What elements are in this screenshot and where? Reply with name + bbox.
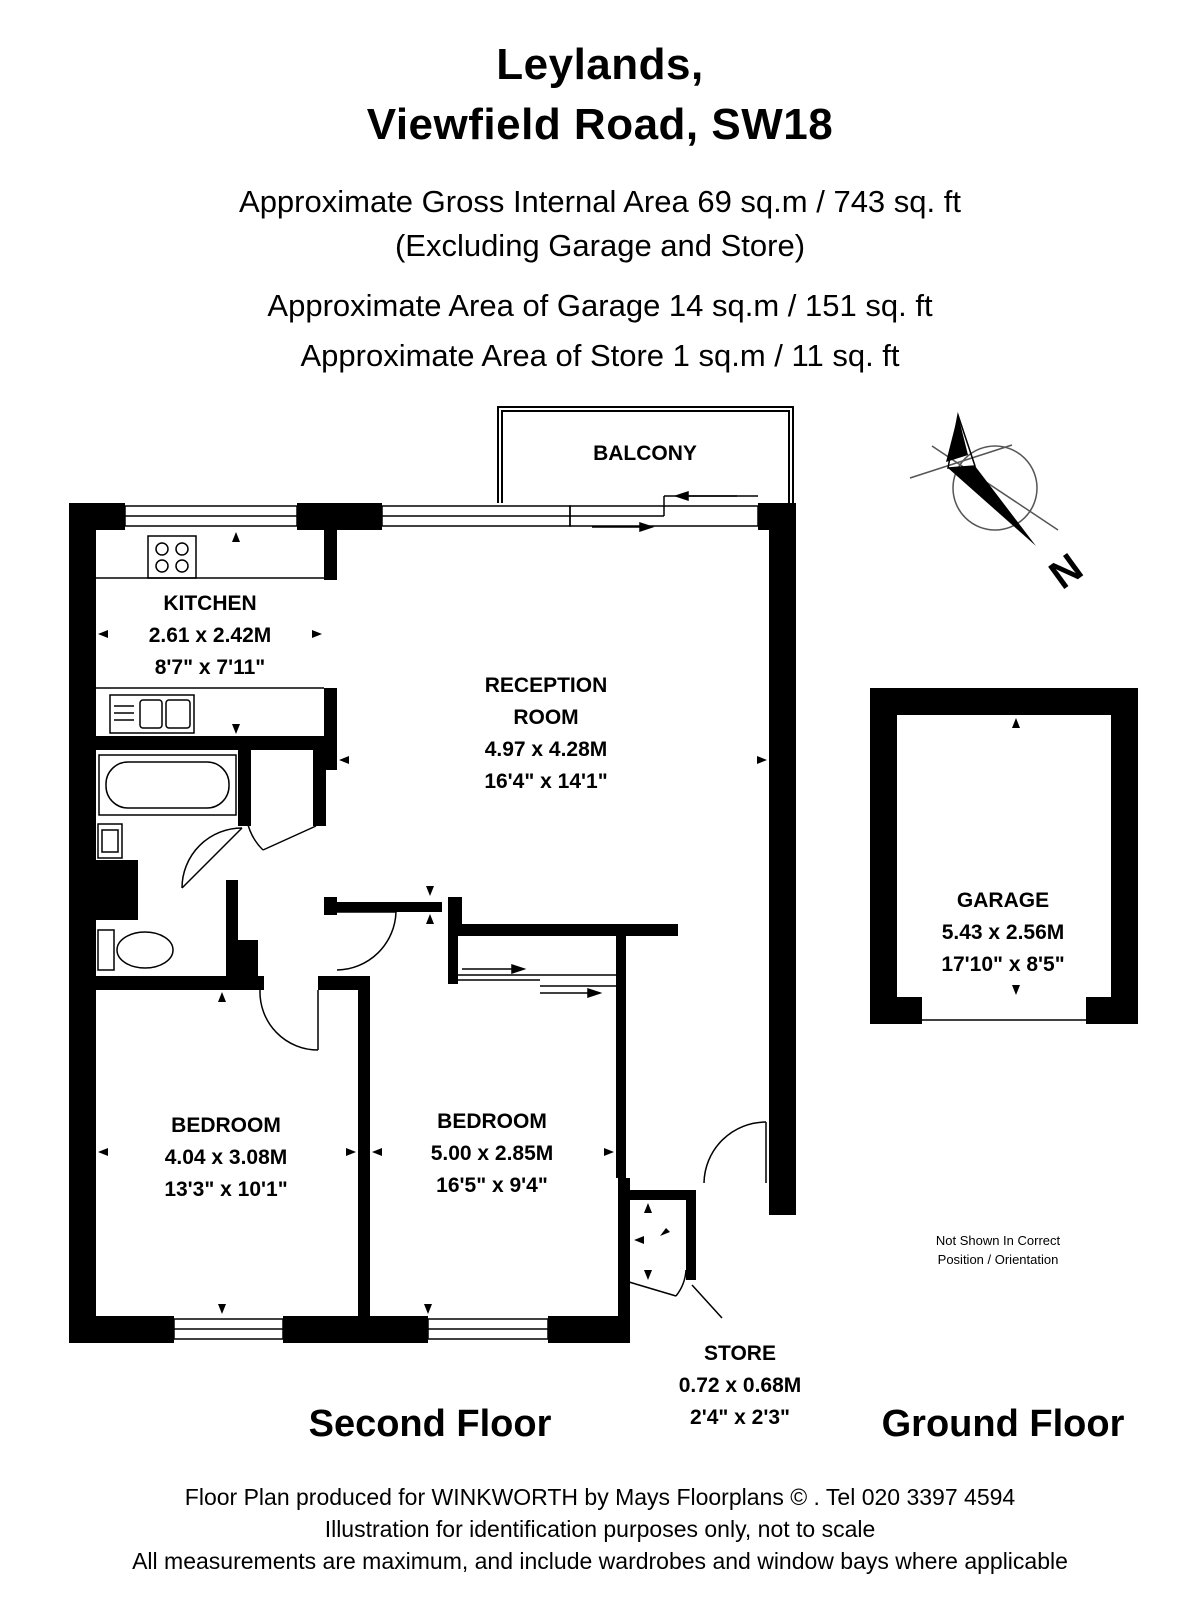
footer-disclaimer: Illustration for identification purposes… — [324, 1516, 876, 1542]
garage: GARAGE 5.43 x 2.56M 17'10" x 8'5" — [870, 688, 1138, 1024]
bedroom-1-label: BEDROOM 4.04 x 3.08M 13'3" x 10'1" — [164, 1114, 287, 1201]
reception-imperial: 16'4" x 14'1" — [484, 770, 607, 793]
bedroom-2-metric: 5.00 x 2.85M — [431, 1142, 554, 1165]
door-swings — [181, 807, 767, 1319]
bedroom-1-metric: 4.04 x 3.08M — [165, 1146, 288, 1169]
dimension-markers — [98, 532, 767, 1314]
store-metric: 0.72 x 0.68M — [679, 1374, 802, 1397]
gross-internal-area: Approximate Gross Internal Area 69 sq.m … — [239, 184, 961, 219]
garage-area: Approximate Area of Garage 14 sq.m / 151… — [267, 288, 933, 323]
bedroom-1-name: BEDROOM — [171, 1114, 281, 1137]
bedroom-2-imperial: 16'5" x 9'4" — [436, 1174, 548, 1197]
windows — [124, 505, 571, 1340]
store-area: Approximate Area of Store 1 sq.m / 11 sq… — [300, 338, 900, 373]
bedroom-2-label: BEDROOM 5.00 x 2.85M 16'5" x 9'4" — [431, 1110, 554, 1197]
store-name: STORE — [704, 1342, 776, 1365]
garage-metric: 5.43 x 2.56M — [942, 921, 1065, 944]
sliding-doors — [455, 495, 759, 987]
footer-measurements-note: All measurements are maximum, and includ… — [132, 1548, 1068, 1574]
second-floor-label: Second Floor — [309, 1403, 552, 1445]
store-label: STORE 0.72 x 0.68M 2'4" x 2'3" — [679, 1342, 802, 1429]
kitchen-imperial: 8'7" x 7'11" — [155, 656, 266, 679]
kitchen-label: KITCHEN 2.61 x 2.42M 8'7" x 7'11" — [149, 592, 272, 679]
ground-floor-label: Ground Floor — [882, 1403, 1125, 1445]
garage-name: GARAGE — [957, 889, 1049, 912]
balcony-name: BALCONY — [593, 442, 697, 465]
kitchen-name: KITCHEN — [163, 592, 256, 615]
store-imperial: 2'4" x 2'3" — [690, 1406, 790, 1429]
bedroom-2-name: BEDROOM — [437, 1110, 547, 1133]
balcony-outline — [497, 406, 794, 503]
reception-name-2: ROOM — [513, 706, 578, 729]
kitchen-metric: 2.61 x 2.42M — [149, 624, 272, 647]
compass-north-label: N — [1042, 545, 1091, 598]
reception-name-1: RECEPTION — [485, 674, 608, 697]
title-line-2: Viewfield Road, SW18 — [366, 100, 834, 149]
kitchen-fittings — [96, 535, 324, 734]
reception-metric: 4.97 x 4.28M — [485, 738, 608, 761]
direction-arrows — [462, 490, 737, 999]
walls — [69, 503, 796, 1343]
bathroom-fittings — [97, 754, 237, 971]
compass: N — [909, 412, 1091, 598]
garage-note-line-1: Not Shown In Correct — [936, 1233, 1061, 1248]
area-exclusion-note: (Excluding Garage and Store) — [394, 228, 806, 263]
bedroom-1-imperial: 13'3" x 10'1" — [164, 1178, 287, 1201]
reception-label: RECEPTION ROOM 4.97 x 4.28M 16'4" x 14'1… — [484, 674, 607, 793]
garage-imperial: 17'10" x 8'5" — [941, 953, 1064, 976]
title-line-1: Leylands, — [496, 40, 704, 89]
garage-note-line-2: Position / Orientation — [938, 1252, 1059, 1267]
footer-producer: Floor Plan produced for WINKWORTH by May… — [184, 1484, 1016, 1510]
